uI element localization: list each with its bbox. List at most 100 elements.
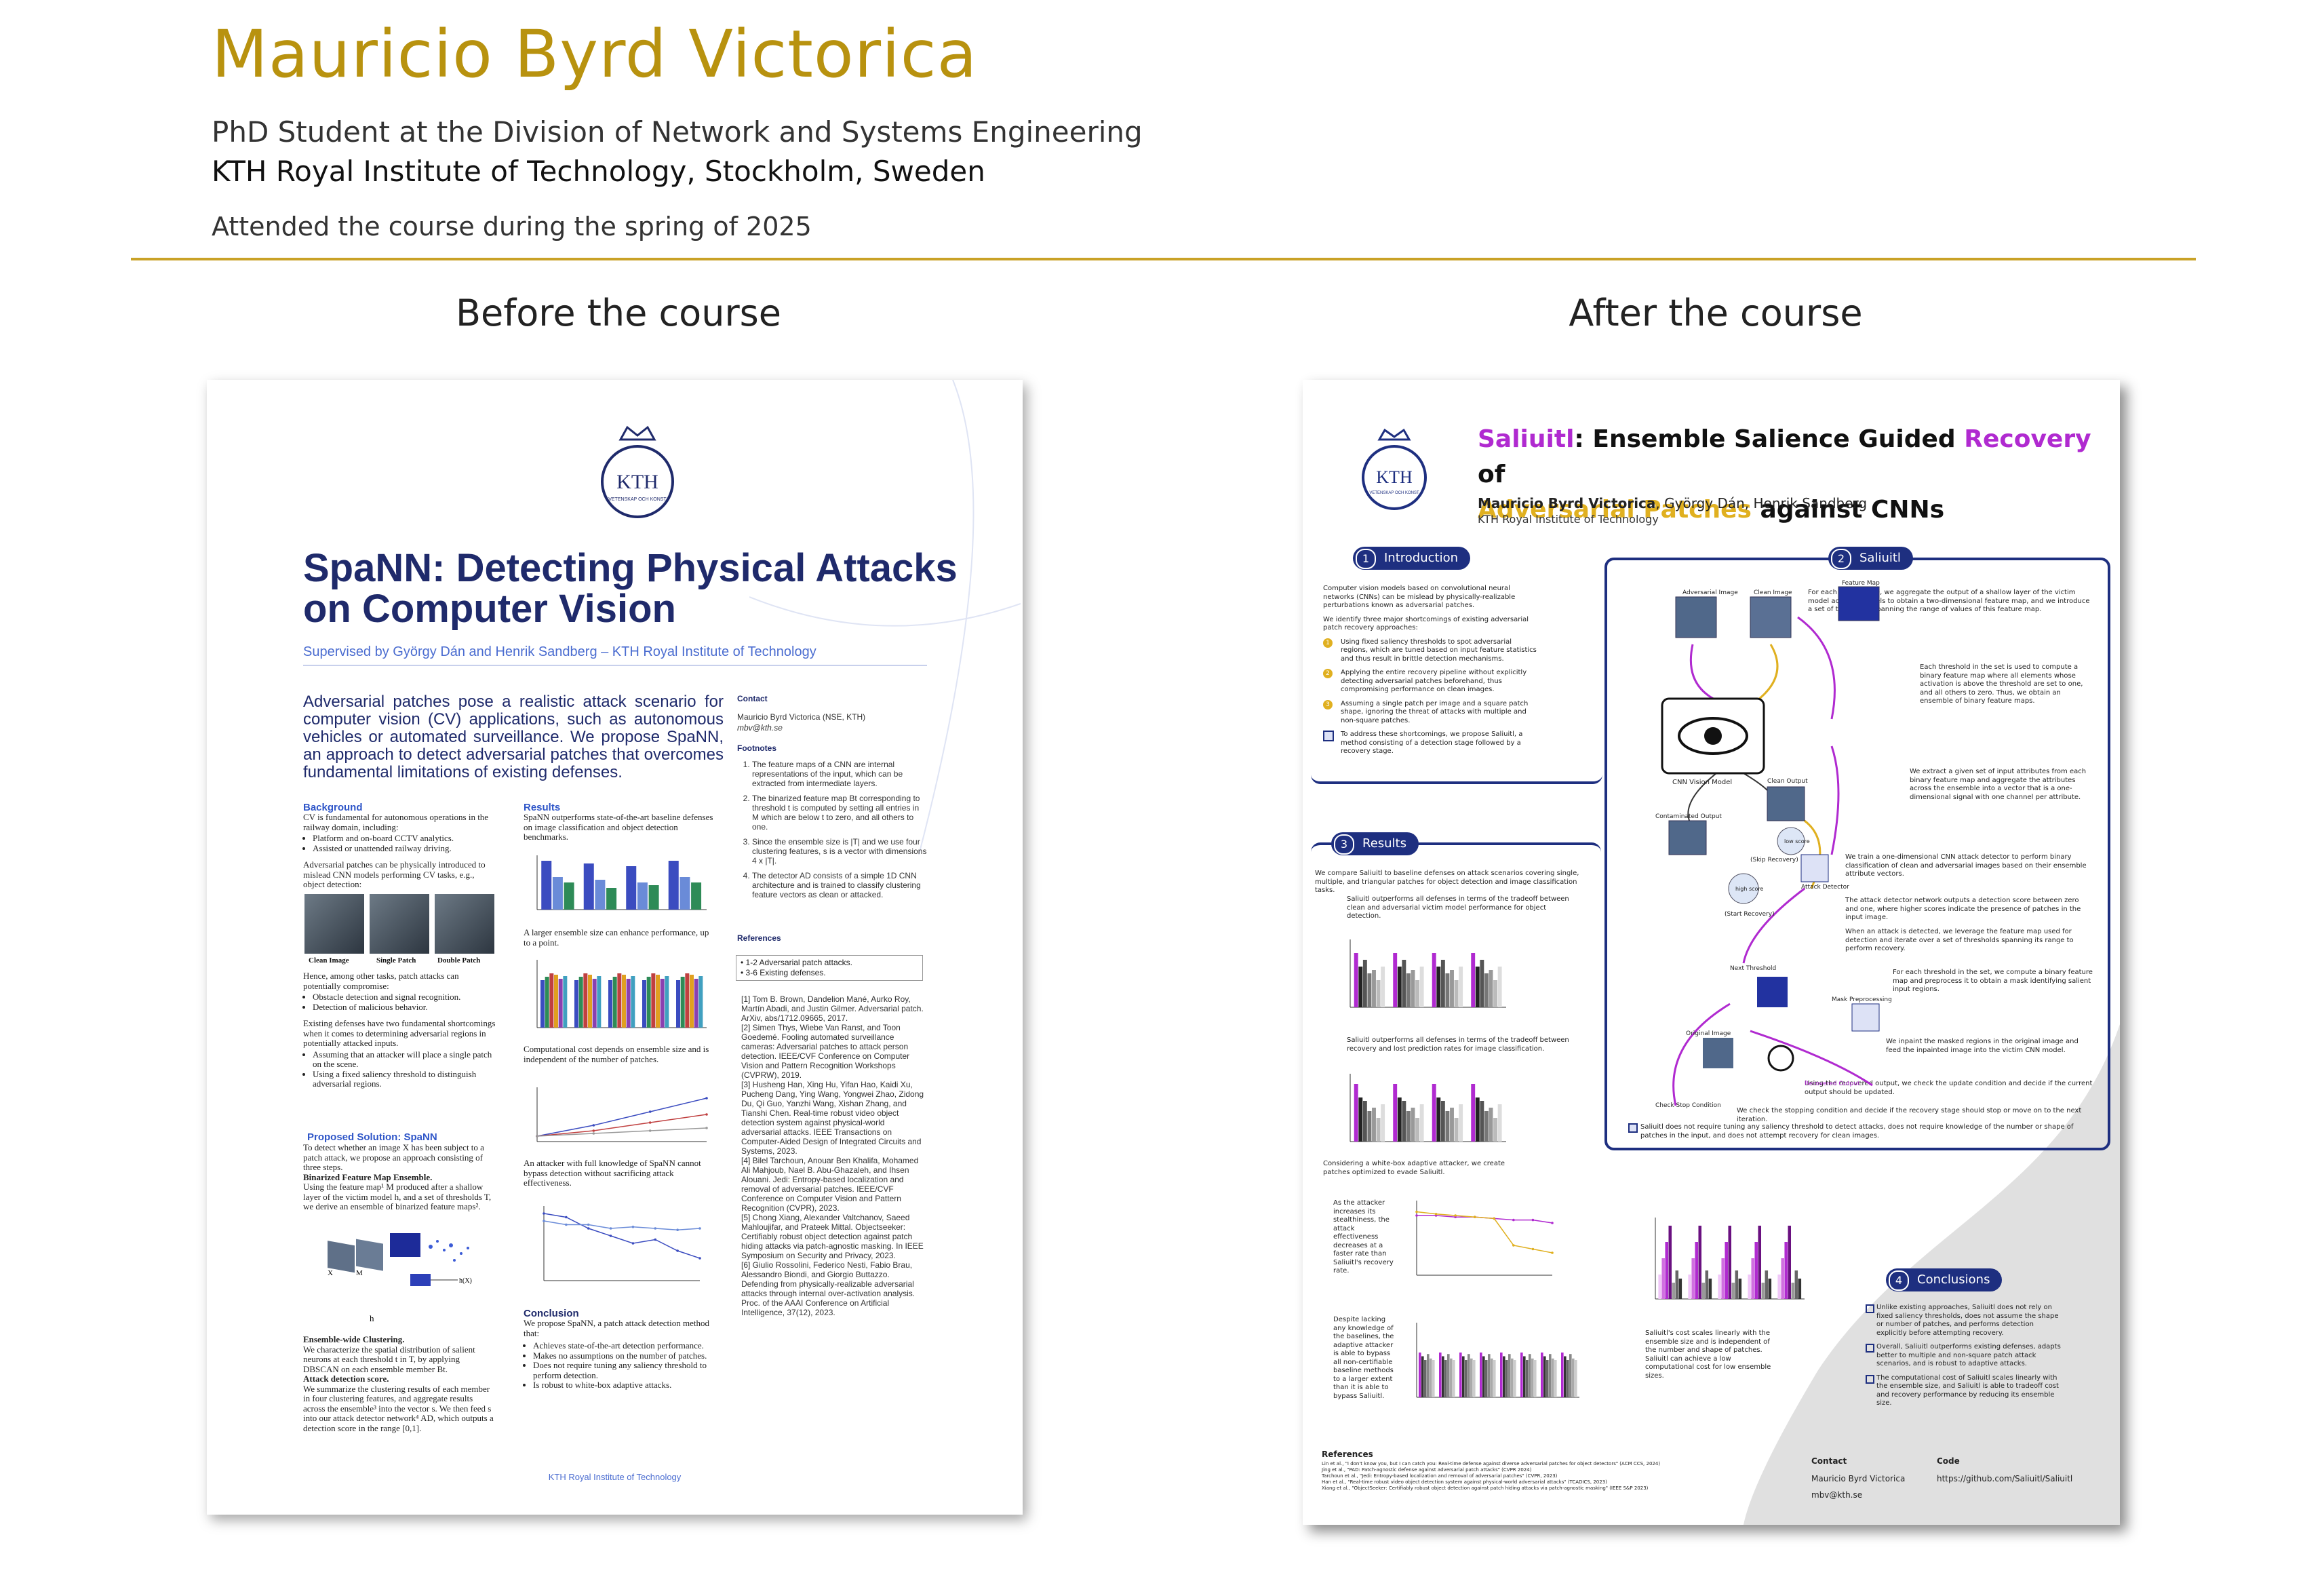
divider bbox=[303, 665, 927, 666]
series-line bbox=[536, 1097, 707, 1137]
bar bbox=[1440, 1101, 1445, 1142]
contact-name: Mauricio Byrd Victorica bbox=[1811, 1474, 1906, 1483]
bar bbox=[694, 979, 698, 1028]
label-contaminated-output: Contaminated Output bbox=[1655, 813, 1722, 820]
bar bbox=[637, 882, 648, 910]
bar bbox=[554, 975, 558, 1028]
method-text-1: For each input image, we aggregate the o… bbox=[1808, 589, 2090, 613]
bar bbox=[1459, 967, 1463, 1007]
bar bbox=[1561, 1353, 1564, 1397]
point bbox=[698, 1257, 701, 1260]
label-next-threshold: Next Threshold bbox=[1730, 965, 1776, 972]
bar bbox=[1376, 1118, 1381, 1142]
results-text-1: SpaNN outperforms state-of-the-art basel… bbox=[524, 812, 713, 842]
point bbox=[587, 1227, 590, 1230]
bar bbox=[1462, 1356, 1465, 1397]
intro-frame bbox=[1311, 558, 1602, 784]
point bbox=[705, 1097, 708, 1100]
bar bbox=[1471, 1084, 1476, 1142]
results-heading: Results bbox=[524, 802, 561, 813]
bar bbox=[665, 976, 669, 1028]
point bbox=[676, 1249, 679, 1252]
bar bbox=[1695, 1242, 1698, 1299]
bar bbox=[1484, 1111, 1489, 1142]
label-start-recovery: (Start Recovery) bbox=[1725, 911, 1775, 918]
bar bbox=[1728, 1226, 1732, 1299]
bar bbox=[1475, 1097, 1480, 1142]
background-text: CV is fundamental for autonomous operati… bbox=[303, 812, 496, 897]
train-image-single-patch bbox=[370, 894, 429, 954]
bar-chart-adaptive bbox=[1403, 1309, 1593, 1411]
bar bbox=[1411, 1108, 1415, 1142]
method-text-3: We extract a given set of input attribut… bbox=[1910, 768, 2087, 801]
bar bbox=[656, 975, 660, 1028]
bar bbox=[549, 973, 554, 1028]
bar bbox=[1514, 1360, 1516, 1397]
bar bbox=[680, 877, 690, 910]
series-line bbox=[1417, 1215, 1553, 1224]
bar bbox=[1661, 1258, 1665, 1299]
bar bbox=[626, 979, 631, 1028]
results-text-4: An attacker with full knowledge of SpaNN… bbox=[524, 1158, 701, 1188]
bar bbox=[1493, 1360, 1496, 1397]
bar bbox=[563, 976, 568, 1028]
references-list: Lin et al., "I don't know you, but I can… bbox=[1322, 1461, 1661, 1491]
point bbox=[648, 1121, 652, 1124]
bar bbox=[660, 979, 665, 1028]
method-text-8: We inpaint the masked regions in the ori… bbox=[1886, 1038, 2079, 1054]
decorative-lines bbox=[749, 380, 1021, 855]
bar bbox=[1489, 970, 1493, 1007]
bar bbox=[1459, 1104, 1463, 1142]
bar bbox=[612, 977, 617, 1028]
before-course-label: Before the course bbox=[455, 292, 781, 334]
bar bbox=[541, 861, 552, 910]
point bbox=[648, 1110, 652, 1113]
results-frame bbox=[1311, 842, 1601, 1456]
label-recovered-output: Recovered Output bbox=[1805, 1081, 1860, 1087]
bar bbox=[1541, 1353, 1543, 1397]
point bbox=[587, 1223, 590, 1226]
background-text-2: Hence, among other tasks, patch attacks … bbox=[303, 971, 496, 1096]
bar bbox=[545, 977, 549, 1028]
bar bbox=[1393, 953, 1398, 1007]
contact-email[interactable]: mbv@kth.se bbox=[1811, 1490, 1863, 1500]
bar bbox=[1473, 1360, 1476, 1397]
poster-title: SpaNN: Detecting Physical Attacks on Com… bbox=[303, 546, 958, 631]
bar bbox=[1454, 1118, 1459, 1142]
solution-steps: Ensemble-wide Clustering. We characteriz… bbox=[303, 1334, 494, 1433]
logo-text: KTH bbox=[616, 471, 658, 493]
bar bbox=[1784, 1242, 1788, 1299]
bar bbox=[1442, 1356, 1444, 1397]
references-heading: References bbox=[1322, 1450, 1373, 1459]
contact-email[interactable]: mbv@kth.se bbox=[737, 723, 783, 733]
label-feature-map: Feature Map bbox=[1842, 580, 1880, 587]
bar bbox=[1546, 1360, 1549, 1397]
caption-clean: Clean Image bbox=[309, 956, 349, 965]
bar bbox=[608, 980, 612, 1028]
caption-single: Single Patch bbox=[376, 956, 416, 965]
bar bbox=[1419, 1353, 1421, 1397]
header-divider bbox=[131, 258, 2196, 260]
results-text-2: Saliuitl outperforms all defenses in ter… bbox=[1347, 895, 1569, 920]
code-link[interactable]: https://github.com/Saliuitl/Saliuitl bbox=[1937, 1474, 2073, 1483]
point bbox=[648, 1129, 652, 1132]
bar bbox=[1791, 1283, 1795, 1299]
logo-text: KTH bbox=[1376, 467, 1413, 487]
bar bbox=[1411, 970, 1415, 1007]
person-name: Mauricio Byrd Victorica bbox=[212, 16, 978, 92]
train-image-double-patch bbox=[435, 894, 494, 954]
bar bbox=[1493, 980, 1498, 1007]
bar bbox=[1531, 1358, 1534, 1397]
label-high-score: high score bbox=[1735, 886, 1764, 892]
bar bbox=[1421, 1356, 1424, 1397]
point bbox=[592, 1129, 595, 1132]
bar bbox=[606, 888, 617, 910]
intro-text: Computer vision models based on convolut… bbox=[1323, 585, 1537, 755]
point bbox=[1512, 1218, 1515, 1222]
background-heading: Background bbox=[303, 802, 363, 813]
bar bbox=[646, 977, 651, 1028]
bar bbox=[1432, 953, 1436, 1007]
method-text-9: Using the recovered output, we check the… bbox=[1805, 1080, 2093, 1096]
